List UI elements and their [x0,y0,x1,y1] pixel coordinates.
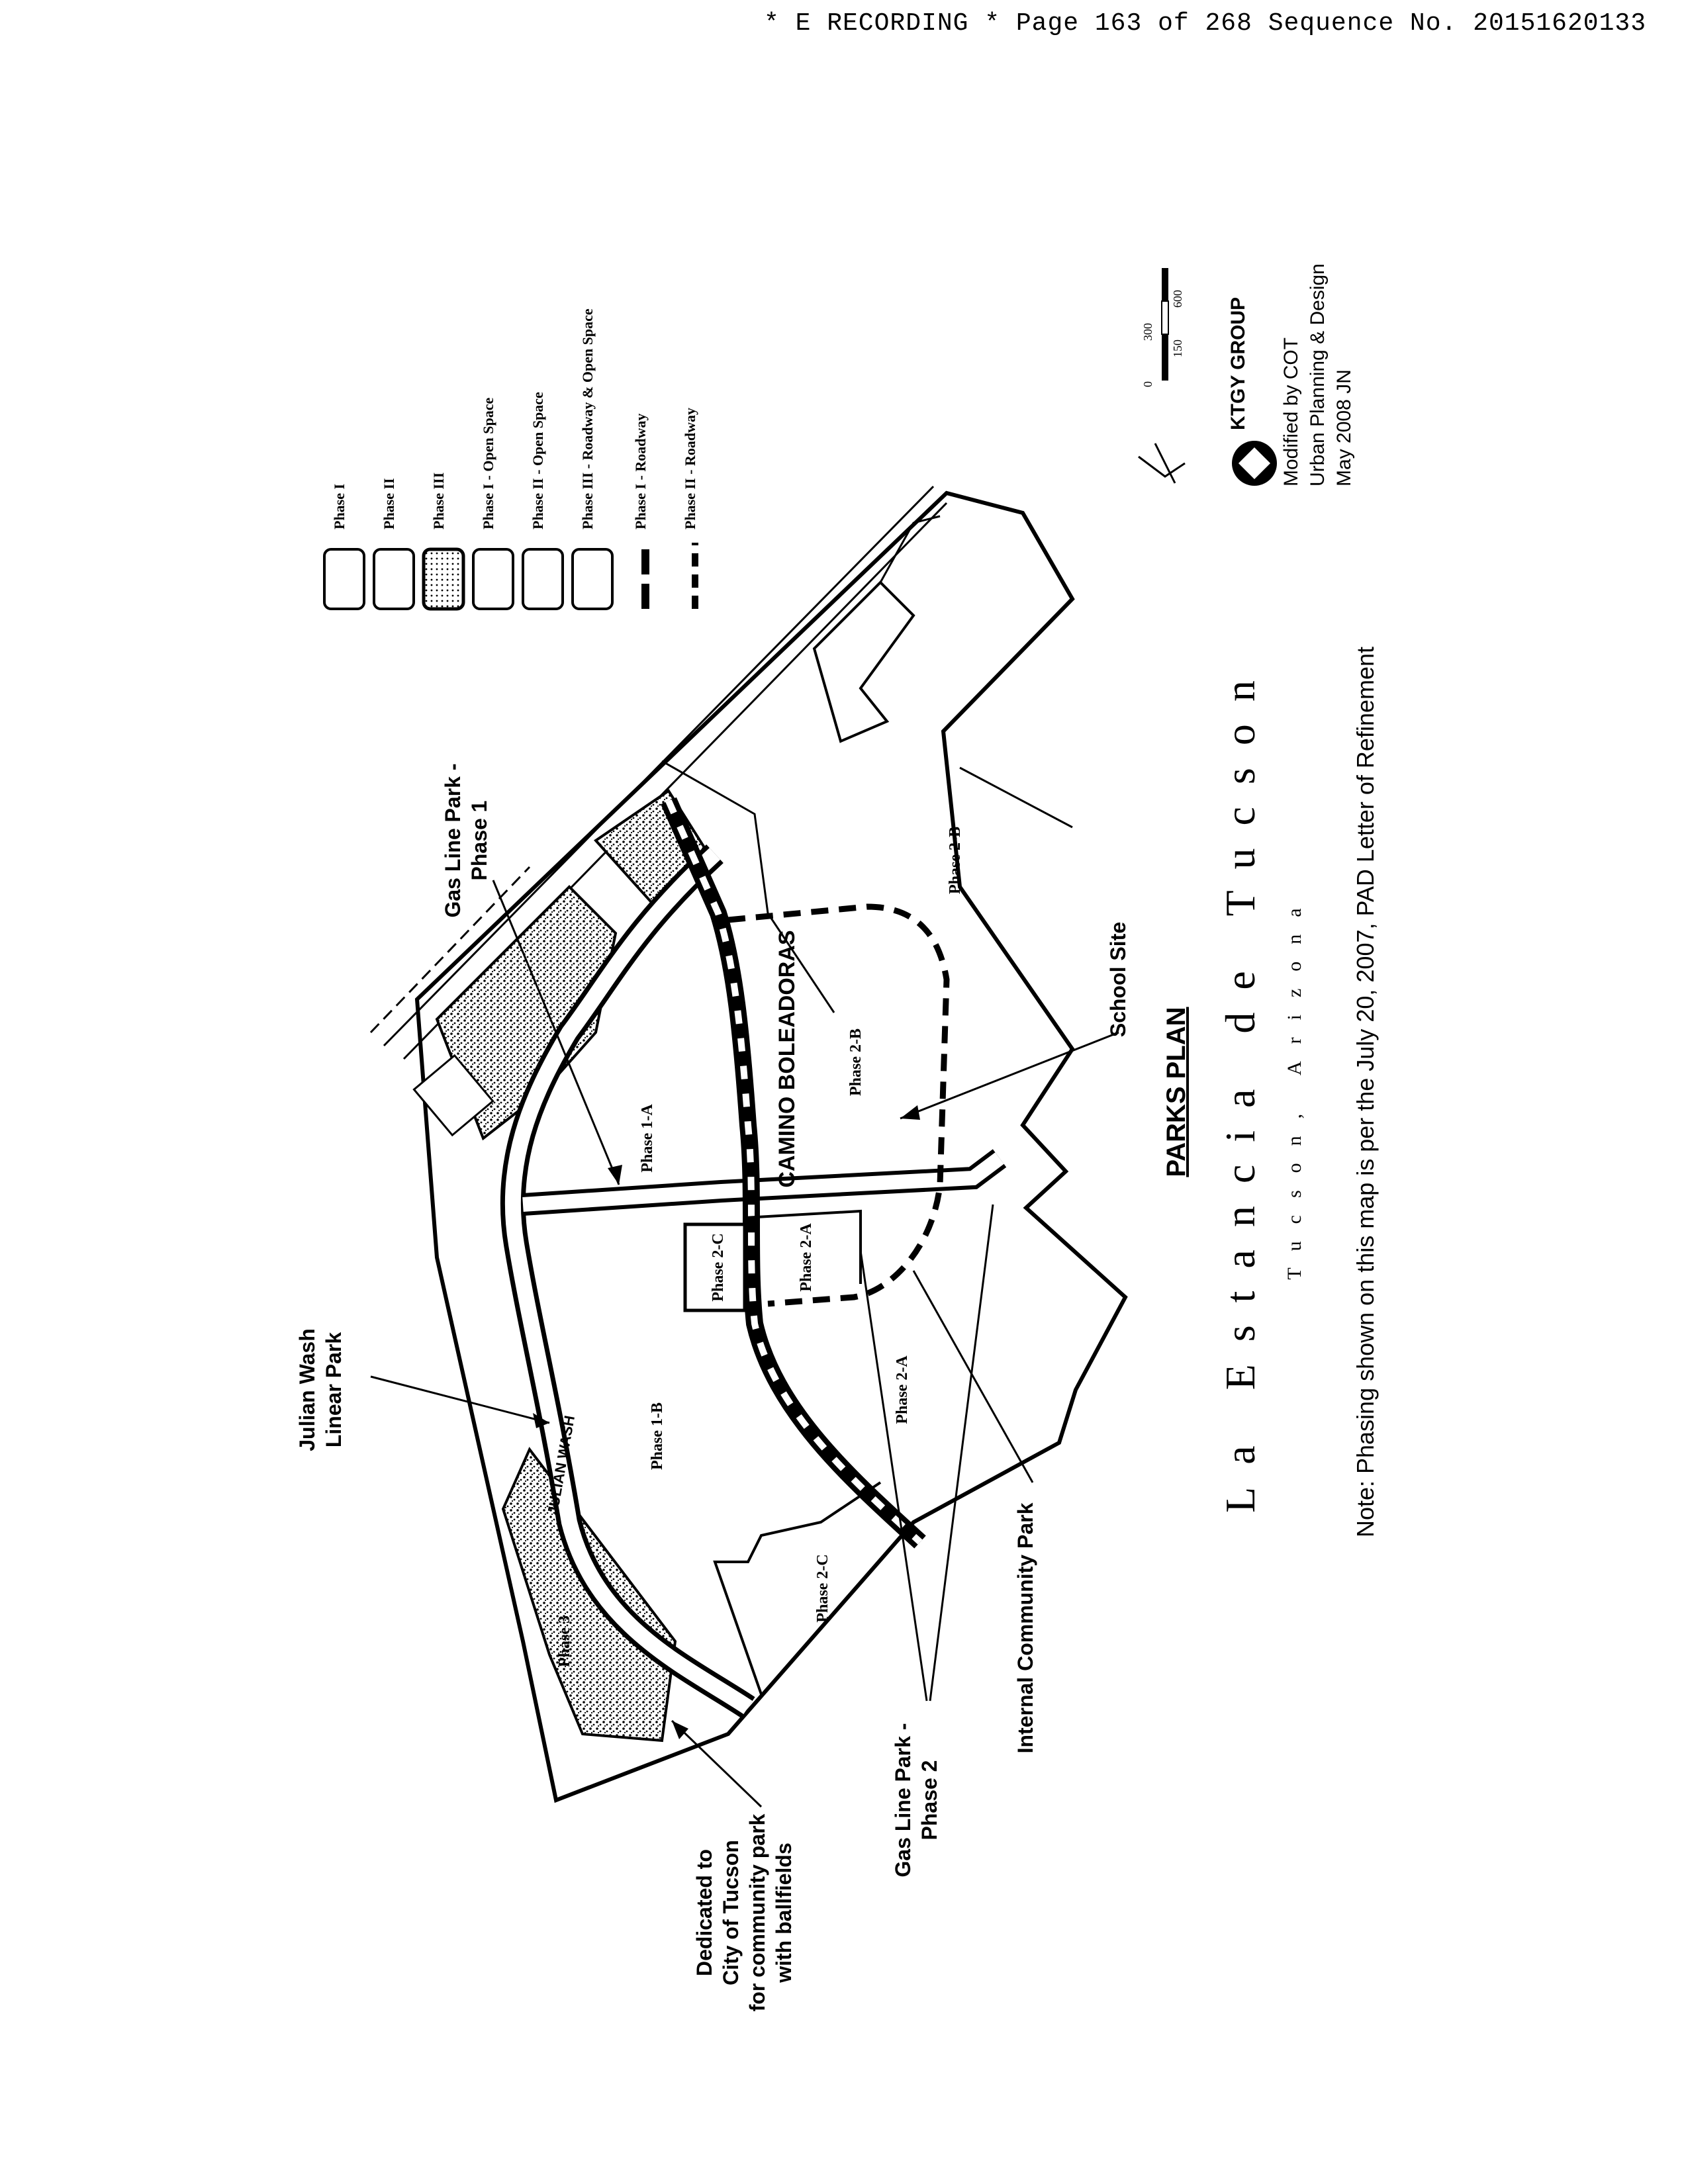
parcel-phase-2a-upper: Phase 2-A [798,1223,815,1292]
credits-firm: KTGY GROUP [1227,297,1249,430]
road-label: CAMINO BOLEADORAS [774,930,800,1187]
legend-symbol-phase-2 [373,548,415,610]
scale-tick-300: 300 [1141,323,1154,341]
callout-internal-park-label: Internal Community Park [1013,1502,1037,1753]
site-plan [369,485,1128,1803]
recording-header: * E RECORDING * Page 163 of 268 Sequence… [763,9,1646,38]
parcel-phase-2c-upper: Phase 2-C [710,1233,727,1301]
callout-dedicated-line3: for community park [745,1813,769,2011]
phase-2c-block [683,1222,747,1312]
open-space-north [435,885,618,1141]
credits-date: May 2008 JN [1333,369,1355,486]
scale-bar: 0 300 150 600 [1141,268,1184,387]
parcel-phase-1a: Phase 1-A [639,1104,656,1173]
legend: Phase I Phase II Phase III Phase I - Ope… [323,308,698,611]
callout-gas-line-2-line2: Phase 2 [917,1760,941,1841]
parcel-phase-3: Phase 3 [556,1615,573,1667]
callout-dedicated: Dedicated to City of Tucson for communit… [671,1719,796,2011]
map-title: La Estancia de Tucson [1217,658,1264,1513]
callout-gas-line-1-line1: Gas Line Park - [441,764,465,918]
map-subtitle: Tucson, Arizona [1284,891,1305,1279]
callout-gas-line-2: Gas Line Park - Phase 2 [859,1204,994,1878]
callout-dedicated-line2: City of Tucson [719,1840,743,1985]
plan-label: PARKS PLAN [1162,1007,1191,1177]
callout-julian-wash-line2: Linear Park [322,1332,346,1448]
legend-symbol-phase-3-os [571,548,614,610]
credits-modified-by: Modified by COT [1280,338,1302,486]
callout-gas-line-1-line2: Phase 1 [467,801,491,881]
callout-dedicated-line4: with ballfields [772,1843,796,1983]
callout-school-site-label: School Site [1106,922,1130,1037]
legend-symbol-phase-2-os [522,548,564,610]
site-boundary [414,490,1128,1803]
legend-label-phase-2-os: Phase II - Open Space [530,392,546,529]
legend-label-phase-1: Phase I [331,484,348,529]
legend-label-phase-3: Phase III [430,473,447,529]
small-parcel [412,1054,494,1137]
legend-symbol-phase-1-os [472,548,514,610]
callout-julian-wash-line1: Julian Wash [295,1328,319,1451]
callout-gas-line-1: Gas Line Park - Phase 1 [441,764,622,1185]
north-arrow-icon [1138,443,1186,484]
legend-label-phase-1-os: Phase I - Open Space [480,398,496,529]
credits-dept: Urban Planning & Design [1307,263,1329,486]
parcel-phase-2c-lower: Phase 2-C [814,1554,831,1622]
callout-julian-wash: Julian Wash Linear Park [295,1328,550,1451]
legend-symbol-phase-1 [323,548,365,610]
legend-label-phase-2: Phase II [381,478,397,529]
callout-internal-park: Internal Community Park [912,1270,1037,1753]
parcel-phase-2b-upper: Phase 2-B [847,1028,865,1096]
ktgy-logo-icon [1232,441,1277,486]
scale-tick-600: 600 [1171,290,1184,308]
callout-dedicated-line1: Dedicated to [692,1849,716,1976]
parcel-phase-2a-lower: Phase 2-A [894,1355,911,1424]
callout-gas-line-2-line1: Gas Line Park - [891,1723,915,1878]
school-site-boundary [727,903,950,1307]
credits: KTGY GROUP Modified by COT Urban Plannin… [1227,263,1355,486]
map-note: Note: Phasing shown on this map is per t… [1352,647,1379,1537]
legend-label-phase-3-os: Phase III - Roadway & Open Space [579,308,596,529]
legend-label-phase-2-road: Phase II - Roadway [682,408,698,529]
parcel-phase-1b: Phase 1-B [649,1402,666,1470]
legend-label-phase-1-road: Phase I - Roadway [632,414,649,529]
callout-school-site: School Site [900,922,1130,1120]
legend-symbol-phase-3 [422,547,465,611]
scale-tick-0: 0 [1141,381,1154,387]
parcel-phase-2b-lower: Phase 2-B [947,827,964,894]
scale-tick-150: 150 [1171,340,1184,357]
